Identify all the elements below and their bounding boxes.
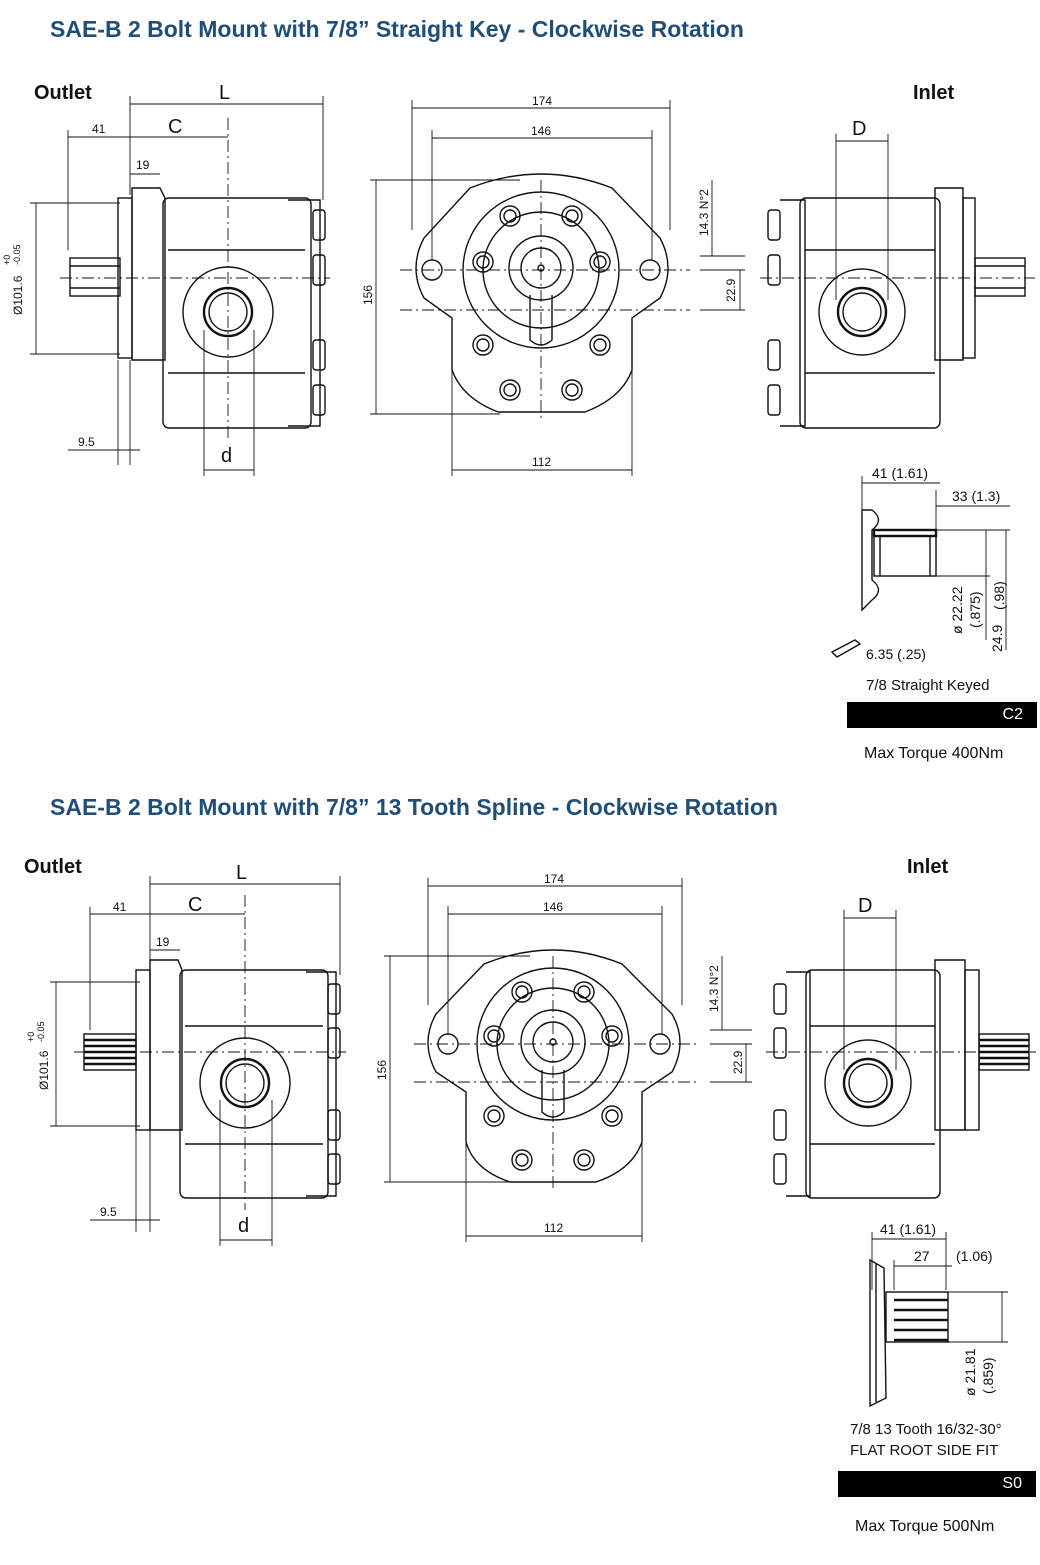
dim-14-3: 14.3 N°2 <box>697 189 711 236</box>
section-2-title: SAE-B 2 Bolt Mount with 7/8” 13 Tooth Sp… <box>50 794 778 820</box>
shaft-dim-98: (.98) <box>991 581 1007 610</box>
shaft-dim-106: (1.06) <box>956 1248 993 1264</box>
dim-dia-tol-top-2: +0 <box>26 1032 36 1042</box>
dim-d: d <box>221 445 232 467</box>
shaft-detail-straight-key: 41 (1.61) 33 (1.3) ø 22.22 (.875) 24.9 (… <box>830 465 1010 662</box>
front-view: 174 146 156 <box>361 94 745 476</box>
dim-dia-tol-sub: -0.05 <box>12 244 22 265</box>
dim-19: 19 <box>136 158 150 172</box>
dim-146-2: 146 <box>543 900 563 914</box>
dim-41-2: 41 <box>113 900 127 914</box>
dim-dia-tol-top: +0 <box>2 255 12 265</box>
dim-19-2: 19 <box>156 935 170 949</box>
shaft-dim-41-2: 41 (1.61) <box>880 1221 936 1237</box>
dim-22-9: 22.9 <box>724 278 738 302</box>
shaft-dia-1-2: ø 21.81 <box>962 1348 978 1396</box>
shaft-dia-1: ø 22.22 <box>949 586 965 634</box>
dim-146: 146 <box>531 124 551 138</box>
dim-41: 41 <box>92 122 106 136</box>
dim-dia: Ø101.6 <box>11 275 25 315</box>
dim-112-2: 112 <box>544 1221 563 1235</box>
shaft-name-c2: 7/8 Straight Keyed <box>866 677 990 694</box>
key-dim: 6.35 (.25) <box>866 646 926 662</box>
dim-174-2: 174 <box>544 872 564 886</box>
outlet-label-2: Outlet <box>24 856 82 878</box>
dim-L-2: L <box>236 862 247 884</box>
inlet-side-view: D <box>760 118 1035 429</box>
dim-d-2: d <box>238 1215 249 1237</box>
shaft-dia-2-2: (.859) <box>980 1357 996 1394</box>
dim-D-2: D <box>858 895 872 917</box>
section-1-drawing: Outlet Inlet L 41 C 19 Ø101.6 +0 -0.05 <box>2 82 1035 662</box>
dim-L: L <box>219 82 230 104</box>
inlet-side-view-2: D <box>766 895 1036 1199</box>
dim-174: 174 <box>532 94 552 108</box>
dim-C: C <box>168 116 182 138</box>
dim-22-9-2: 22.9 <box>731 1050 745 1074</box>
dim-156: 156 <box>361 285 375 305</box>
shaft-dia-2: (.875) <box>967 591 983 628</box>
shaft-dim-33: 33 (1.3) <box>952 488 1000 504</box>
dim-156-2: 156 <box>375 1060 389 1080</box>
section-2-drawing: Outlet Inlet L 41 C 19 Ø101.6 +0 -0.05 <box>24 856 1036 1408</box>
outlet-label: Outlet <box>34 82 92 104</box>
torque-s0: Max Torque 500Nm <box>855 1518 995 1535</box>
shaft-dim-41: 41 (1.61) <box>872 465 928 481</box>
torque-c2: Max Torque 400Nm <box>864 745 1004 762</box>
front-view-2: 174 146 156 <box>375 872 752 1242</box>
key-icon <box>830 639 862 658</box>
dim-14-3-2: 14.3 N°2 <box>707 965 721 1012</box>
shaft-dim-24-9: 24.9 <box>989 625 1005 652</box>
dim-C-2: C <box>188 894 202 916</box>
inlet-label: Inlet <box>913 82 954 104</box>
inlet-label-2: Inlet <box>907 856 948 878</box>
dim-112: 112 <box>532 455 551 469</box>
shaft-detail-spline: 41 (1.61) 27 (1.06) ø 21.81 (.859) <box>869 1221 1008 1408</box>
dim-9-5-2: 9.5 <box>100 1205 117 1219</box>
dim-dia-tol-sub-2: -0.05 <box>36 1021 46 1042</box>
outlet-side-view: L 41 C 19 Ø101.6 +0 -0.05 <box>2 82 330 476</box>
outlet-side-view-2: L 41 C 19 Ø101.6 +0 -0.05 <box>26 862 346 1246</box>
dim-dia-2: Ø101.6 <box>37 1050 51 1090</box>
shaft-name-s0-line2: FLAT ROOT SIDE FIT <box>850 1442 999 1459</box>
section-1-title: SAE-B 2 Bolt Mount with 7/8” Straight Ke… <box>50 16 744 42</box>
dim-D: D <box>852 118 866 140</box>
shaft-dim-27: 27 <box>914 1248 930 1264</box>
dim-9-5: 9.5 <box>78 435 95 449</box>
code-badge-s0: S0 <box>838 1471 1036 1497</box>
shaft-name-s0-line1: 7/8 13 Tooth 16/32-30° <box>850 1421 1002 1438</box>
code-badge-c2: C2 <box>847 702 1037 728</box>
